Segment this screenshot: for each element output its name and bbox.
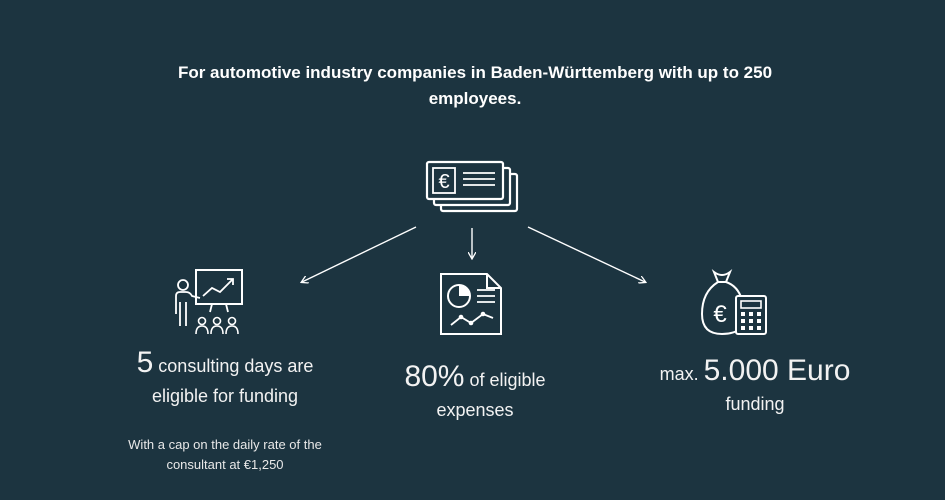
consulting-days-label: consulting days are <box>158 356 314 376</box>
max-amount: 5.000 Euro <box>703 354 851 387</box>
money-stack-icon: € <box>425 160 521 216</box>
eligible-expenses-label: of eligible <box>469 370 546 390</box>
max-prefix: max. <box>659 364 699 384</box>
consulting-days-line2: eligible for funding <box>151 386 299 406</box>
arrow-left <box>302 226 417 282</box>
daily-rate-note: With a cap on the daily rate of the cons… <box>128 437 322 472</box>
euro-symbol: € <box>713 301 727 328</box>
report-chart-icon <box>437 270 505 338</box>
money-bag-calculator-icon: € <box>698 268 772 338</box>
consulting-days-number: 5 <box>136 346 154 379</box>
presentation-icon <box>170 268 246 338</box>
euro-symbol: € <box>438 171 449 193</box>
eligible-expenses-percent: 80% <box>404 360 465 393</box>
eligible-expenses-text: 80% of eligible expenses <box>370 362 580 425</box>
consulting-days-text: 5 consulting days are eligible for fundi… <box>110 348 340 411</box>
eligible-expenses-line2: expenses <box>436 400 514 420</box>
max-funding-text: max. 5.000 Euro funding <box>630 356 880 419</box>
headline: For automotive industry companies in Bad… <box>177 63 773 108</box>
arrow-right <box>527 226 645 282</box>
funding-label: funding <box>725 394 785 414</box>
